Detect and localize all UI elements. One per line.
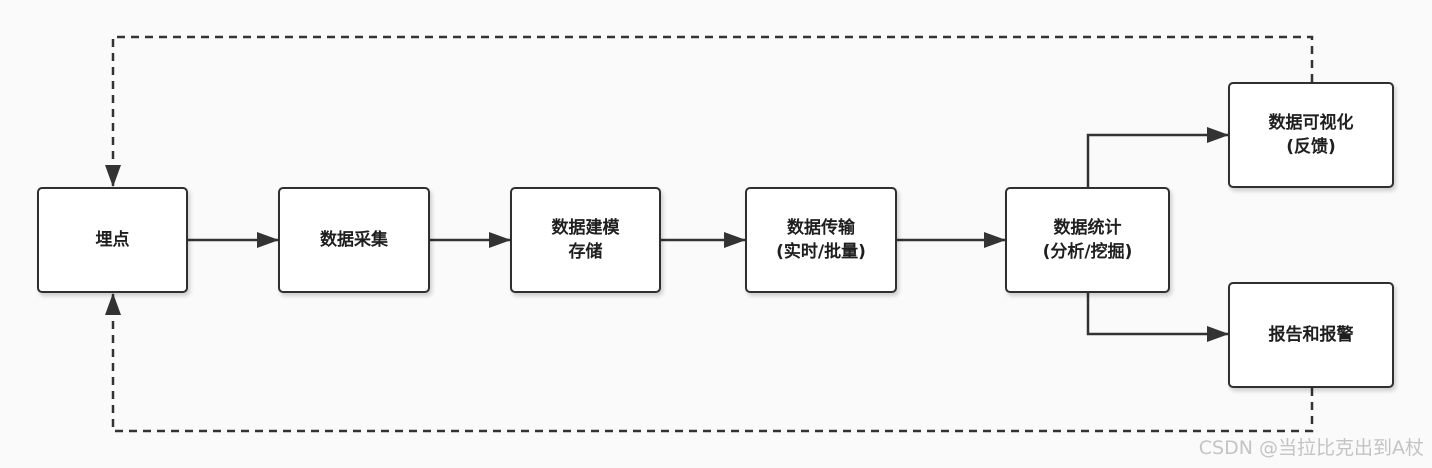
node-data-transmission: 数据传输 (实时/批量): [745, 187, 897, 293]
watermark: CSDN @当拉比克出到A杖: [1198, 437, 1424, 459]
node-data-visualization: 数据可视化 (反馈): [1228, 82, 1394, 188]
node-data-transmission-line1: 数据传输: [787, 218, 855, 238]
node-data-transmission-line2: (实时/批量): [776, 242, 866, 262]
node-data-modeling-line2: 存储: [568, 242, 603, 262]
node-tracking-label: 埋点: [95, 230, 130, 250]
node-data-modeling-storage: 数据建模 存储: [510, 187, 661, 293]
node-data-modeling-line1: 数据建模: [551, 218, 620, 238]
node-data-collection: 数据采集: [278, 187, 430, 293]
edge-feedback-reporting-to-tracking: [105, 293, 1314, 433]
node-report-and-alert-label: 报告和报警: [1268, 325, 1354, 345]
node-data-collection-label: 数据采集: [320, 230, 388, 250]
node-tracking: 埋点: [37, 187, 188, 293]
node-data-statistics-line1: 数据统计: [1053, 218, 1122, 238]
edge-feedback-visualization-to-tracking: [105, 35, 1314, 187]
node-report-and-alert: 报告和报警: [1228, 282, 1394, 388]
edge-statistics-to-visualization: [1086, 127, 1229, 187]
node-data-visualization-line1: 数据可视化: [1268, 113, 1354, 133]
node-data-visualization-line2: (反馈): [1286, 137, 1336, 157]
edge-statistics-to-reporting: [1086, 293, 1229, 342]
node-data-statistics-line2: (分析/挖掘): [1042, 242, 1133, 262]
node-data-statistics: 数据统计 (分析/挖掘): [1005, 187, 1170, 293]
